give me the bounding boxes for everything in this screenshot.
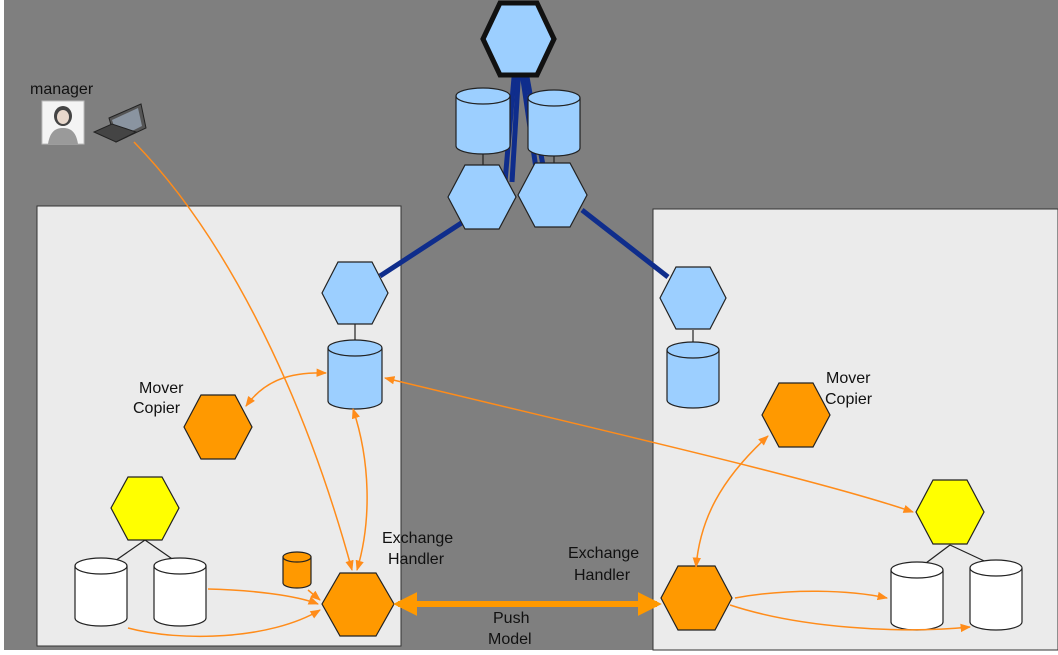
left-site-storage [327,339,383,410]
manager-avatar [41,100,85,145]
right-white-storage-2 [969,559,1023,631]
right-copier-label: Copier [825,391,873,408]
left-yellow-node[interactable] [110,476,180,541]
right-site-node[interactable] [659,266,727,330]
right-yellow-node[interactable] [915,479,985,545]
manager-label: manager [30,81,94,98]
top-site-node-right[interactable] [517,162,588,228]
left-mover-copier-node[interactable] [183,394,253,460]
left-white-storage-1 [74,557,128,627]
left-site-node[interactable] [321,261,389,325]
right-mover-label: Mover [826,370,871,387]
push-label: Push [493,610,529,627]
right-white-storage-1 [890,561,944,631]
left-exchange-label: Exchange [382,530,453,547]
right-exchange-label: Exchange [568,545,639,562]
right-handler-label: Handler [574,567,631,584]
model-label: Model [488,631,532,648]
top-hub-node[interactable] [480,0,557,78]
top-storage-left [455,87,511,155]
top-storage-right [527,89,581,157]
top-site-node-left[interactable] [447,164,517,230]
left-margin [0,0,4,655]
laptop-icon [92,103,147,143]
left-copier-label: Copier [133,400,181,417]
bottom-margin [0,650,1058,655]
small-cache-storage [282,551,312,589]
left-mover-label: Mover [139,380,184,397]
left-white-storage-2 [153,557,207,627]
left-handler-label: Handler [388,551,445,568]
right-site-storage [666,341,720,409]
right-exchange-handler-node[interactable] [660,565,733,631]
flow-arrows [127,141,972,638]
